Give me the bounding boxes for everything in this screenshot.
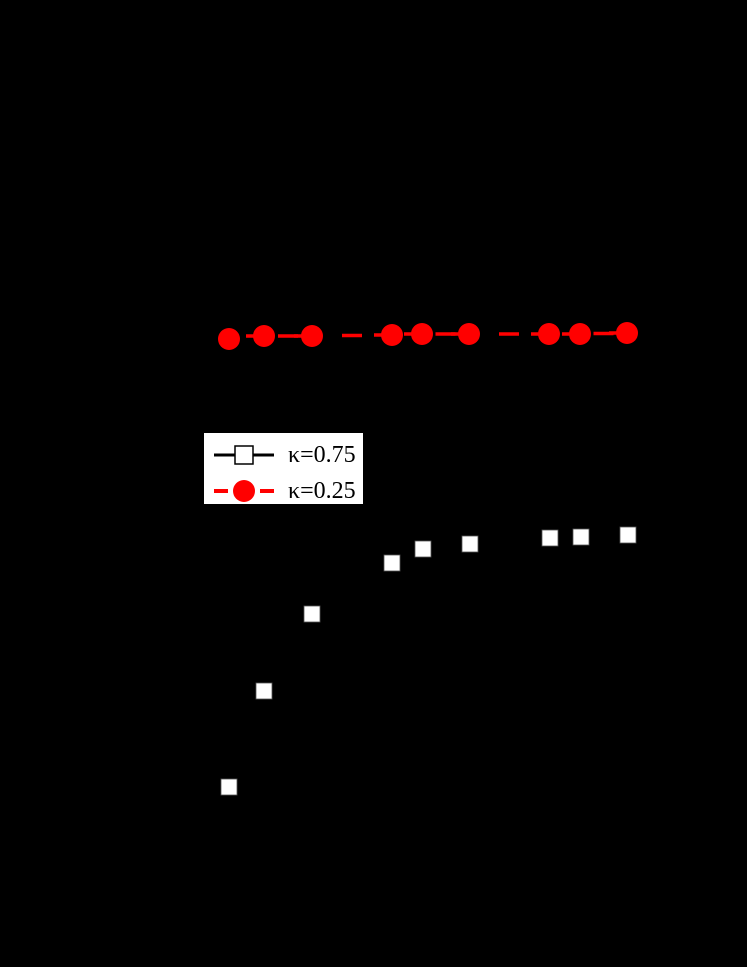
data-point: [538, 323, 560, 345]
data-point: [381, 324, 403, 346]
data-point: [255, 682, 273, 700]
data-point: [218, 328, 240, 350]
data-point: [383, 554, 401, 572]
series-kappa-025: [218, 322, 638, 350]
data-point: [616, 322, 638, 344]
data-point: [253, 325, 275, 347]
legend-label: κ=0.75: [288, 442, 356, 468]
data-point: [572, 528, 590, 546]
square-marker-icon: [214, 445, 274, 465]
legend: κ=0.75 κ=0.25: [203, 432, 364, 505]
series-kappa-075: [220, 526, 637, 796]
data-point: [541, 529, 559, 547]
data-point: [414, 540, 432, 558]
data-point: [569, 323, 591, 345]
data-point: [303, 605, 321, 623]
data-point: [301, 325, 323, 347]
data-point: [411, 323, 433, 345]
legend-label: κ=0.25: [288, 478, 356, 504]
data-point: [458, 323, 480, 345]
data-point: [220, 778, 238, 796]
data-point: [619, 526, 637, 544]
legend-entry-kappa-025: κ=0.25: [204, 476, 363, 506]
data-point: [461, 535, 479, 553]
circle-marker-icon: [214, 480, 274, 502]
legend-entry-kappa-075: κ=0.75: [204, 440, 363, 470]
